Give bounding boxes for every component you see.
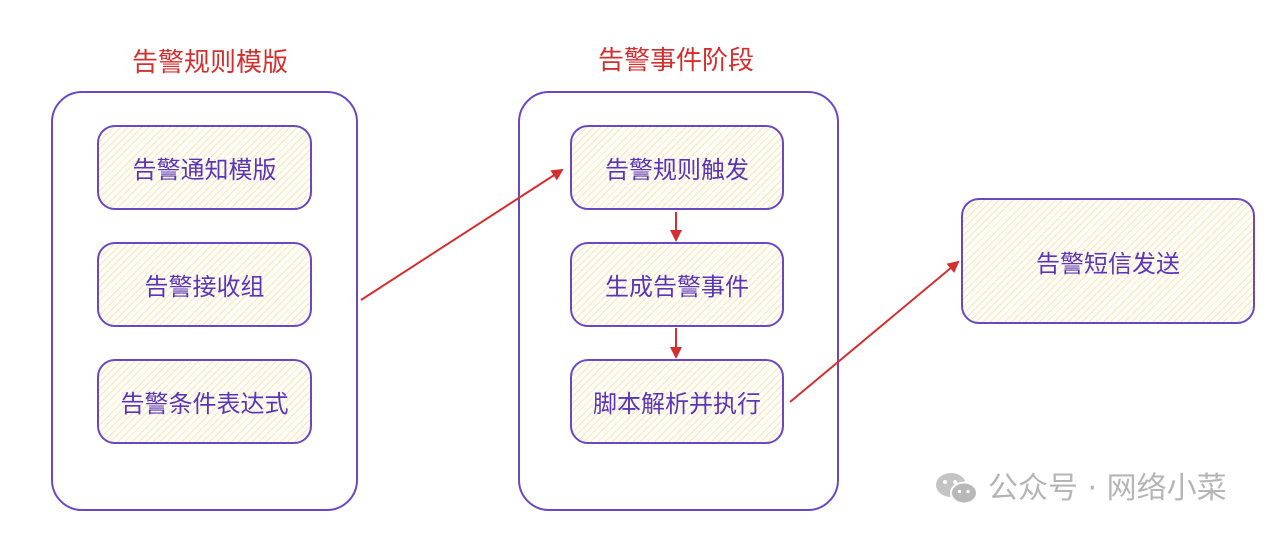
watermark-text: 公众号 · 网络小菜 [988, 471, 1227, 506]
watermark: 公众号 · 网络小菜 [934, 470, 1227, 508]
template-group-title: 告警规则模版 [132, 48, 289, 78]
event-group-title: 告警事件阶段 [598, 46, 755, 76]
rule-trigger-box: 告警规则触发 [570, 125, 784, 210]
generate-event-box: 生成告警事件 [570, 242, 784, 327]
event-group-container [518, 91, 839, 511]
condition-expr-box: 告警条件表达式 [97, 359, 312, 444]
wechat-icon [936, 473, 978, 505]
script-exec-box: 脚本解析并执行 [570, 359, 784, 444]
arrow-template-to-trigger [360, 168, 564, 301]
template-group-container [51, 91, 358, 511]
notify-template-box: 告警通知模版 [97, 125, 312, 210]
sms-send-box: 告警短信发送 [961, 198, 1255, 324]
receiver-group-box: 告警接收组 [97, 242, 312, 327]
arrow-script-to-sms [789, 260, 960, 403]
